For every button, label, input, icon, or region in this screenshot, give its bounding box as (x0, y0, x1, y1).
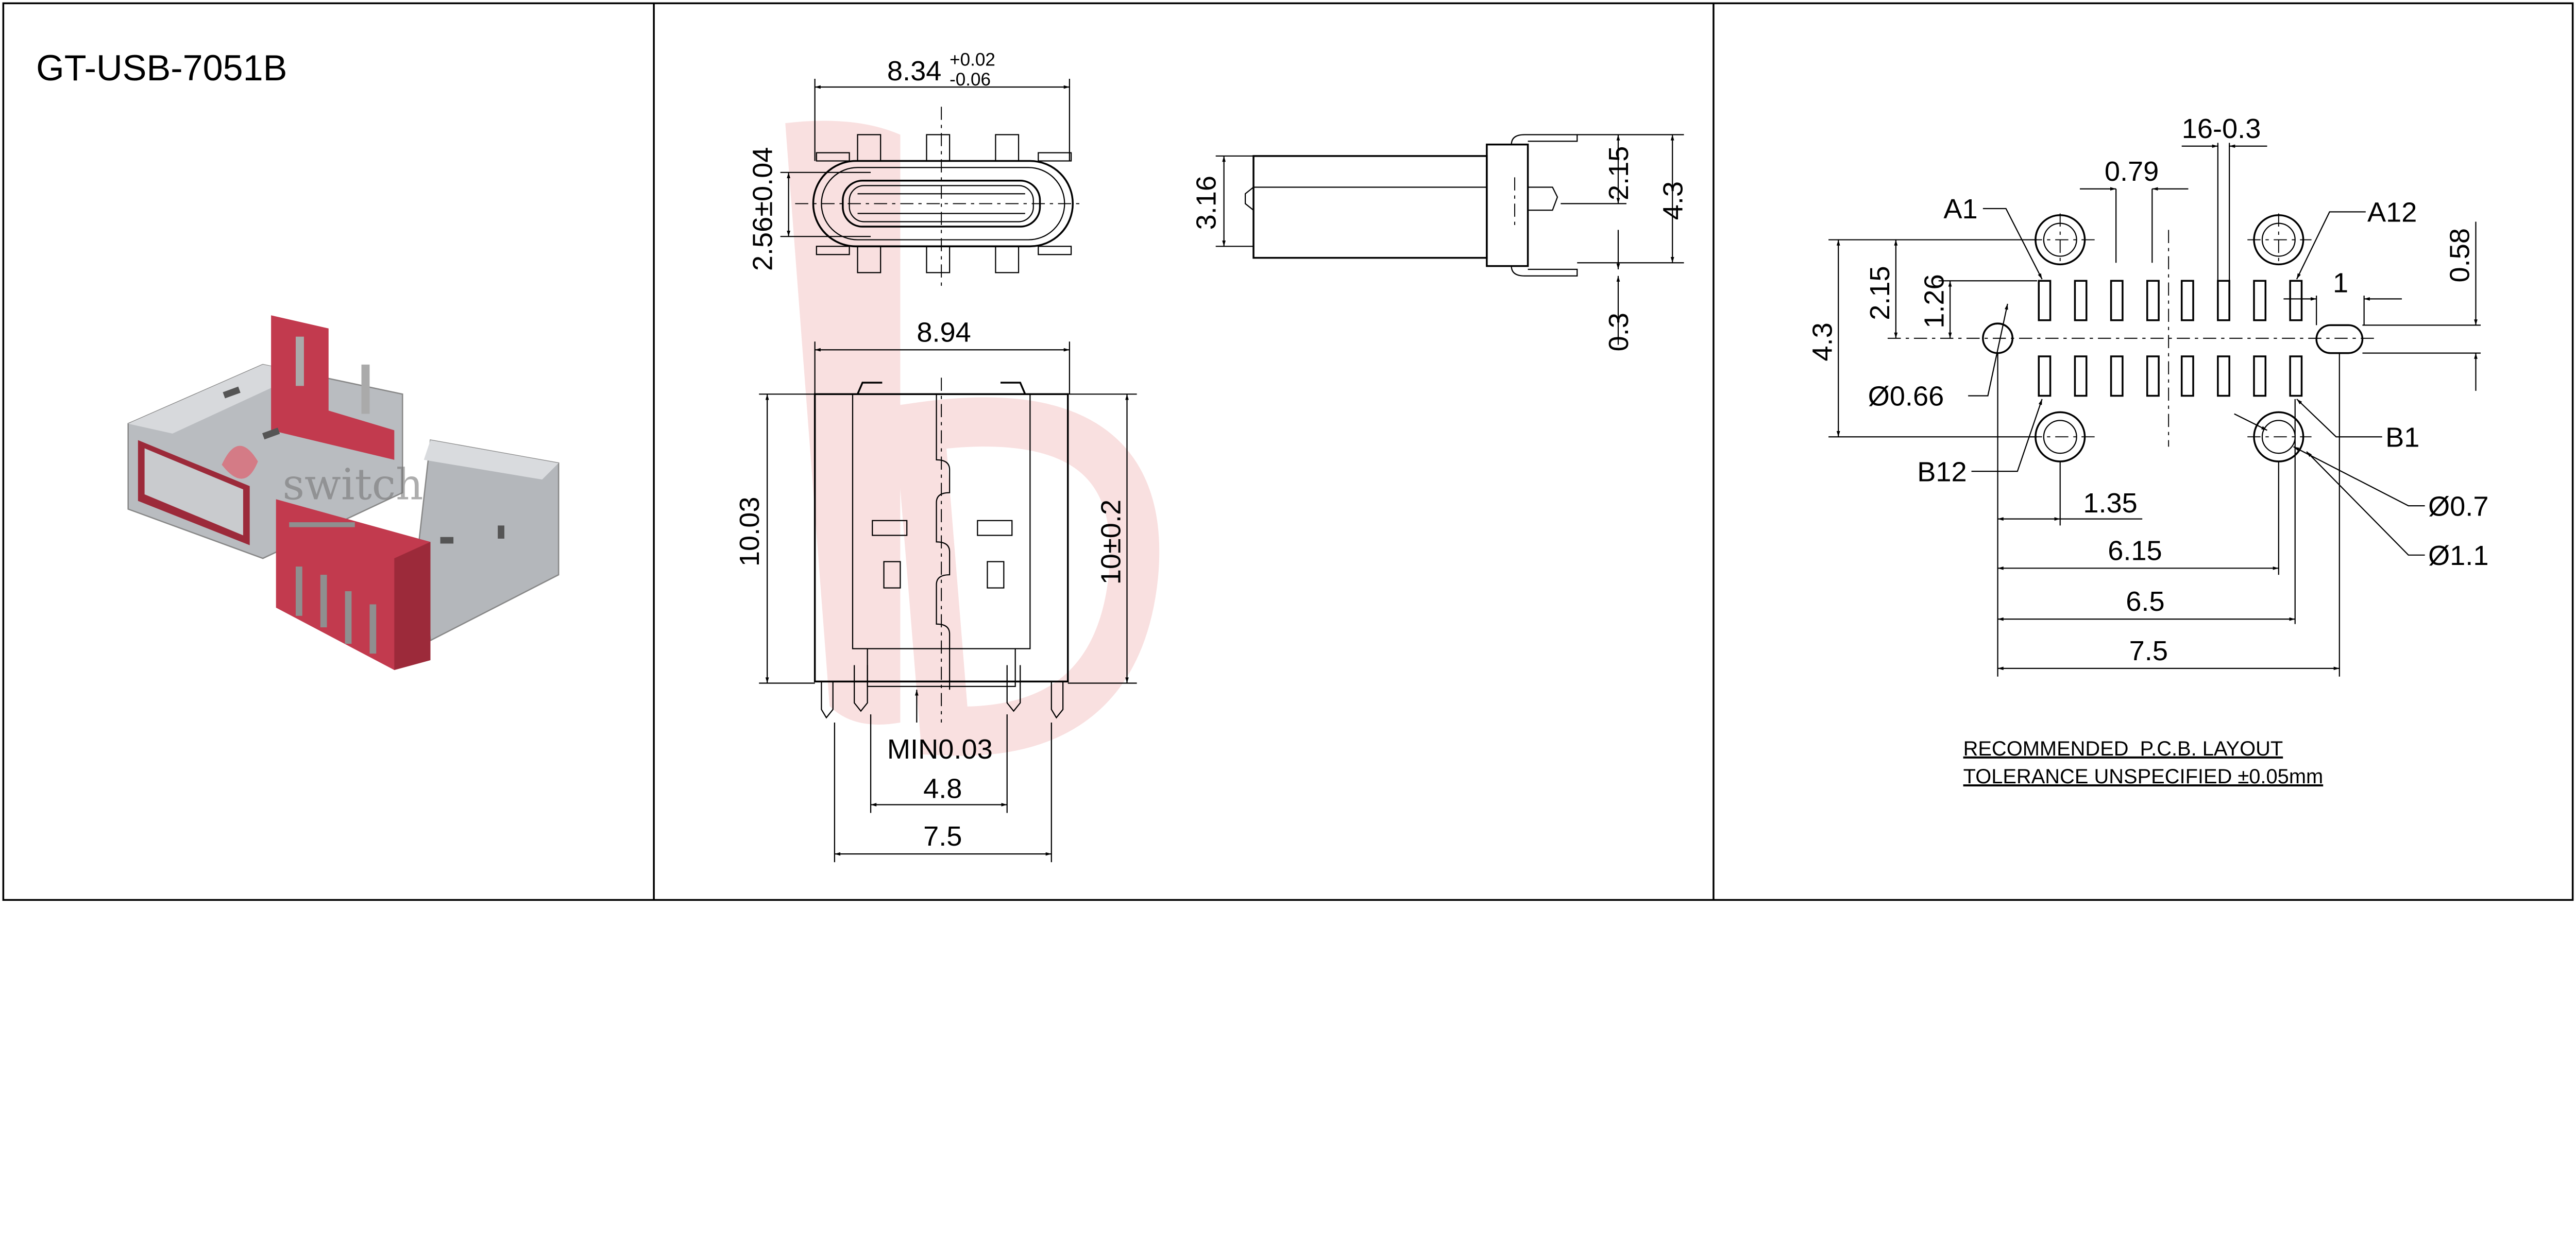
label-hole-dia-inner: Ø0.7 (2428, 491, 2488, 522)
note-tolerance: TOLERANCE UNSPECIFIED ±0.05mm (1963, 765, 2324, 788)
dim-bottom-outer-pin-span: 7.5 (923, 821, 962, 852)
dim-pcb-6-5: 6.5 (2126, 586, 2164, 617)
dim-pcb-6-15: 6.15 (2108, 535, 2162, 566)
watermark-logo: switch (282, 459, 423, 509)
label-hole-dia-outer: Ø1.1 (2428, 540, 2488, 571)
dim-front-width: 8.34 (887, 56, 941, 87)
dim-pcb-row-offset: 1.26 (1919, 274, 1950, 328)
dim-front-height: 2.56±0.04 (748, 147, 778, 271)
label-pad-a1: A1 (1943, 194, 1977, 225)
pcb-pads (2038, 280, 2303, 397)
watermark-logo-mark (222, 445, 258, 479)
bottom-view (814, 377, 1069, 723)
front-view (795, 107, 1084, 288)
dim-pcb-pad-width: 16-0.3 (2182, 113, 2261, 144)
part-number-title: GT-USB-7051B (36, 47, 287, 88)
dim-pcb-hole-offset: 2.15 (1865, 266, 1895, 320)
label-pad-a12: A12 (2367, 197, 2417, 228)
dim-front-width-tol-minus: -0.06 (950, 70, 991, 90)
dim-bottom-inner-pin-span: 4.8 (923, 774, 962, 804)
watermark-shape (785, 121, 1160, 756)
side-view (1244, 134, 1578, 277)
dim-side-body-height: 3.16 (1191, 176, 1222, 230)
dim-pcb-pitch: 0.79 (2105, 156, 2159, 187)
dim-pcb-slot-height: 0.58 (2445, 228, 2476, 282)
label-pad-b1: B1 (2385, 422, 2419, 453)
dim-pcb-7-5: 7.5 (2129, 636, 2168, 666)
dim-side-pin-offset: 2.15 (1603, 146, 1634, 200)
dim-pcb-hole-spacing-y: 4.3 (1807, 322, 1838, 361)
dim-bottom-body-length: 10.03 (734, 497, 765, 567)
product-photo (127, 315, 560, 671)
dim-front-width-tol-plus: +0.02 (950, 50, 995, 70)
dim-bottom-overall-width: 8.94 (917, 317, 971, 348)
label-small-hole-dia: Ø0.66 (1868, 381, 1944, 412)
sheet-frame (2, 2, 2574, 901)
dim-pcb-slot-width: 1 (2333, 268, 2348, 299)
dim-bottom-length: 10±0.2 (1096, 500, 1127, 585)
dim-side-pin-thickness: 0.3 (1603, 313, 1634, 351)
note-recommended-layout: RECOMMENDED P.C.B. LAYOUT (1963, 737, 2283, 760)
dim-pcb-1-35: 1.35 (2083, 488, 2137, 519)
label-pad-b12: B12 (1917, 456, 1967, 487)
pcb-holes (1887, 213, 2374, 462)
dim-bottom-min-gap: MIN0.03 (887, 734, 993, 765)
dim-side-overall-height: 4.3 (1657, 181, 1688, 220)
drawing-sheet: GT-USB-7051B switch (2, 2, 2574, 901)
